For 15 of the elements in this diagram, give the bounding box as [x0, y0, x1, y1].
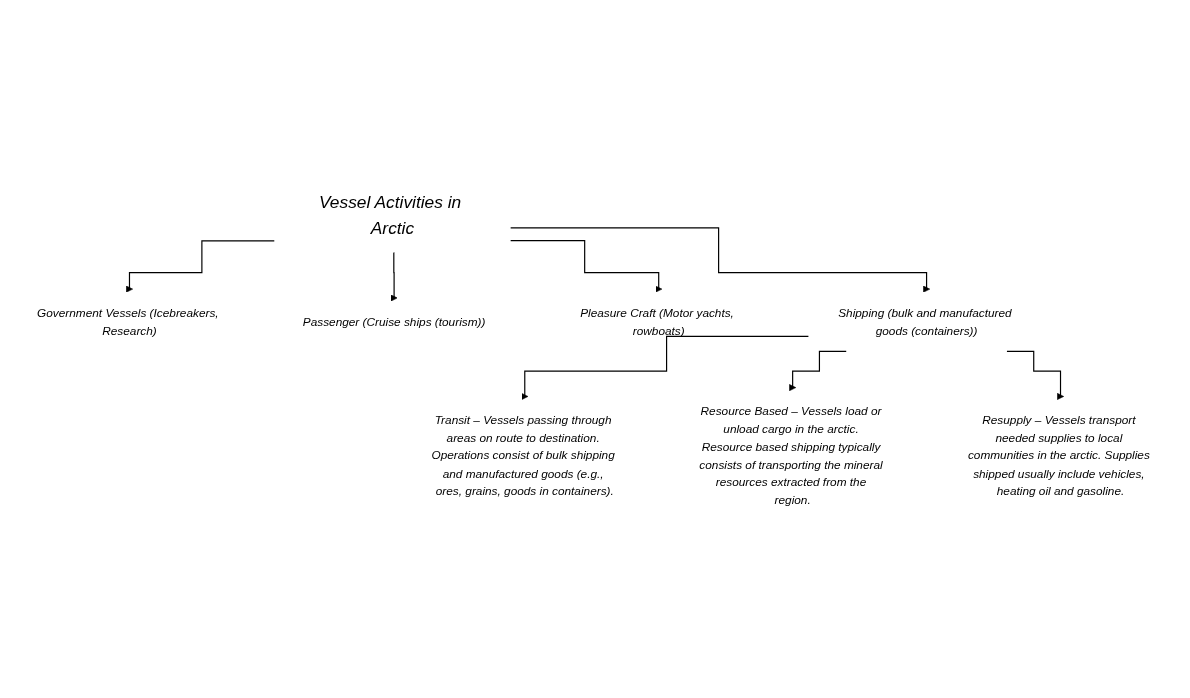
node-text: Passenger (Cruise ships (tourism)) [302, 314, 486, 328]
node-text: Pleasure Craft (Motor yachts, rowboats) [580, 305, 734, 337]
arrow [789, 350, 847, 392]
node-text: Transit – Vessels passing through areas on route to destination. Operations consist of bulk shipping and manufactured goods (e.g., ores, grains, goods in containers). [431, 413, 615, 498]
arrow [390, 252, 398, 302]
arrow [510, 227, 931, 293]
arrow [1006, 350, 1064, 400]
node-text: Shipping (bulk and manufactured goods (containers)) [838, 305, 1012, 337]
arrow [521, 335, 809, 400]
node-text: Government Vessels (Icebreakers, Research) [37, 305, 219, 337]
arrow [126, 240, 275, 293]
node-text: Resupply – Vessels transport needed supplies to local communities in the arctic. Supplies shipped usually include vehicles, heating oil and gasoline. [967, 413, 1150, 498]
arrow [510, 240, 663, 293]
node-text: Vessel Activities in Arctic [318, 192, 462, 238]
node-text: Resource Based – Vessels load or unload cargo in the arctic. Resource based shipping typically consists of transporting the mineral resources extracted from the region. [699, 404, 883, 507]
